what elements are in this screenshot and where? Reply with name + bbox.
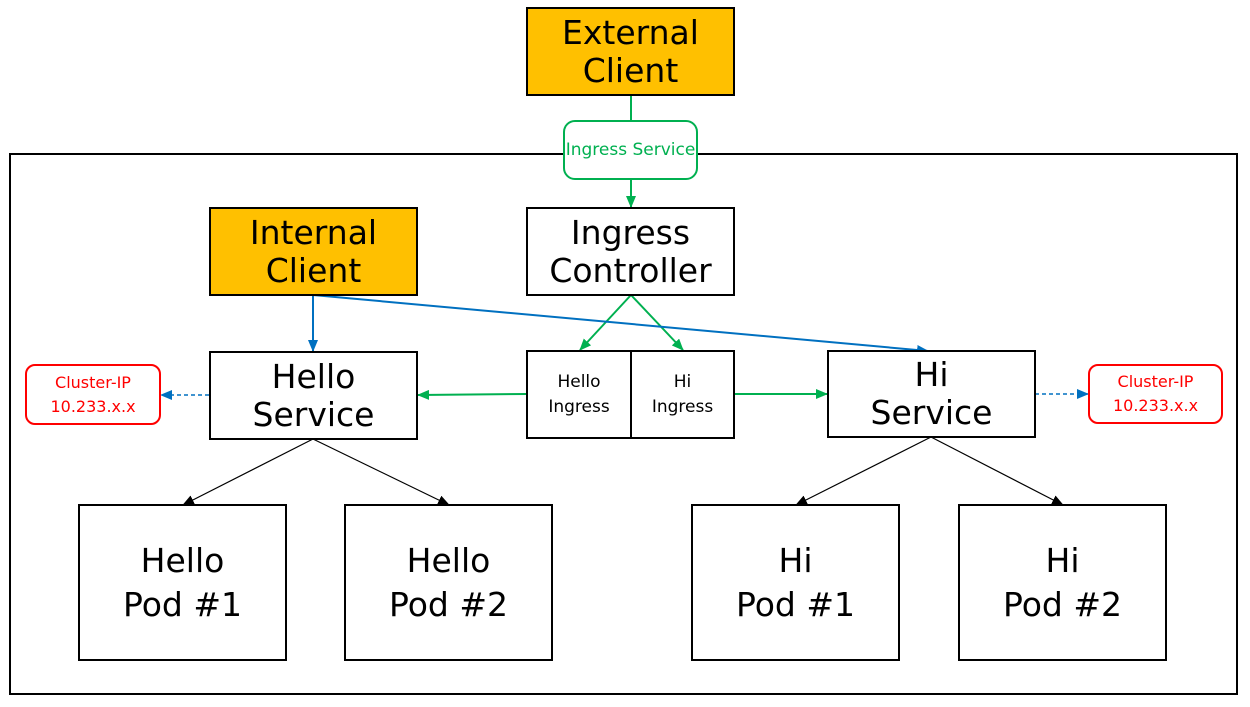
hello-pod-1-label-line1: Hello <box>140 540 225 580</box>
hi-ingress-label-line2: Ingress <box>651 396 714 417</box>
internal-client-label-line2: Client <box>265 250 362 290</box>
controller-to-hi-ingress-arrow <box>630 294 684 351</box>
hi-ingress-box: Hi Ingress <box>630 350 735 439</box>
ingress-controller-label-line1: Ingress <box>570 212 691 252</box>
hi-service-label-line1: Hi <box>914 355 949 395</box>
cluster-ip-right-label-line1: Cluster-IP <box>1117 372 1194 391</box>
cluster-ip-left-label-line2: 10.233.x.x <box>50 396 136 416</box>
hello-service-to-pod1-arrow <box>182 438 314 506</box>
hello-ingress-label-line1: Hello <box>557 371 601 392</box>
hello-pod-2-label-line2: Pod #2 <box>389 584 508 624</box>
hi-pod-1-box: Hi Pod #1 <box>691 504 900 661</box>
hi-ingress-label-line1: Hi <box>673 371 692 392</box>
hi-service-label-line2: Service <box>870 393 993 432</box>
hi-service-to-pod1-arrow <box>795 436 932 506</box>
hello-pod-2-label-line1: Hello <box>406 540 491 580</box>
external-client-box: External Client <box>526 7 735 96</box>
hello-ingress-box: Hello Ingress <box>526 350 632 439</box>
ingress-service-label-line1: Ingress <box>565 139 628 160</box>
hi-pod-1-label-line2: Pod #1 <box>736 584 855 624</box>
hello-service-label-line1: Hello <box>271 356 356 396</box>
hello-pod-1-box: Hello Pod #1 <box>78 504 287 661</box>
hello-pod-1-label-line2: Pod #1 <box>123 584 242 624</box>
hi-pod-2-box: Hi Pod #2 <box>958 504 1167 661</box>
ingress-service-pill: Ingress Service <box>563 120 698 180</box>
external-client-label-line1: External <box>562 12 699 52</box>
internal-client-to-hi-service-arrow <box>312 294 929 355</box>
cluster-ip-left-label-line1: Cluster-IP <box>55 372 131 392</box>
hi-pod-1-label-line1: Hi <box>778 540 813 580</box>
ingress-controller-box: Ingress Controller <box>526 207 735 296</box>
hi-service-to-pod2-arrow <box>930 436 1064 506</box>
hello-service-label-line2: Service <box>252 394 375 434</box>
cluster-ip-right-label-line2: 10.233.x.x <box>1112 396 1199 415</box>
cluster-ip-right-pill: Cluster-IP 10.233.x.x <box>1088 364 1223 424</box>
hello-pod-2-box: Hello Pod #2 <box>344 504 553 661</box>
ingress-controller-label-line2: Controller <box>549 250 712 290</box>
hello-service-to-pod2-arrow <box>312 438 450 506</box>
hi-pod-2-label-line1: Hi <box>1045 540 1080 580</box>
cluster-ip-left-pill: Cluster-IP 10.233.x.x <box>25 364 161 425</box>
hello-ingress-label-line2: Ingress <box>548 396 610 417</box>
hi-pod-2-label-line2: Pod #2 <box>1003 584 1122 624</box>
hi-service-box: Hi Service <box>827 350 1036 438</box>
external-client-label-line2: Client <box>582 50 679 90</box>
ingress-service-label-line2: Service <box>632 139 696 160</box>
internal-client-label-line1: Internal <box>249 212 378 252</box>
internal-client-box: Internal Client <box>209 207 418 296</box>
hello-service-box: Hello Service <box>209 351 418 440</box>
hello-ingress-to-hello-service-arrow <box>417 389 528 400</box>
